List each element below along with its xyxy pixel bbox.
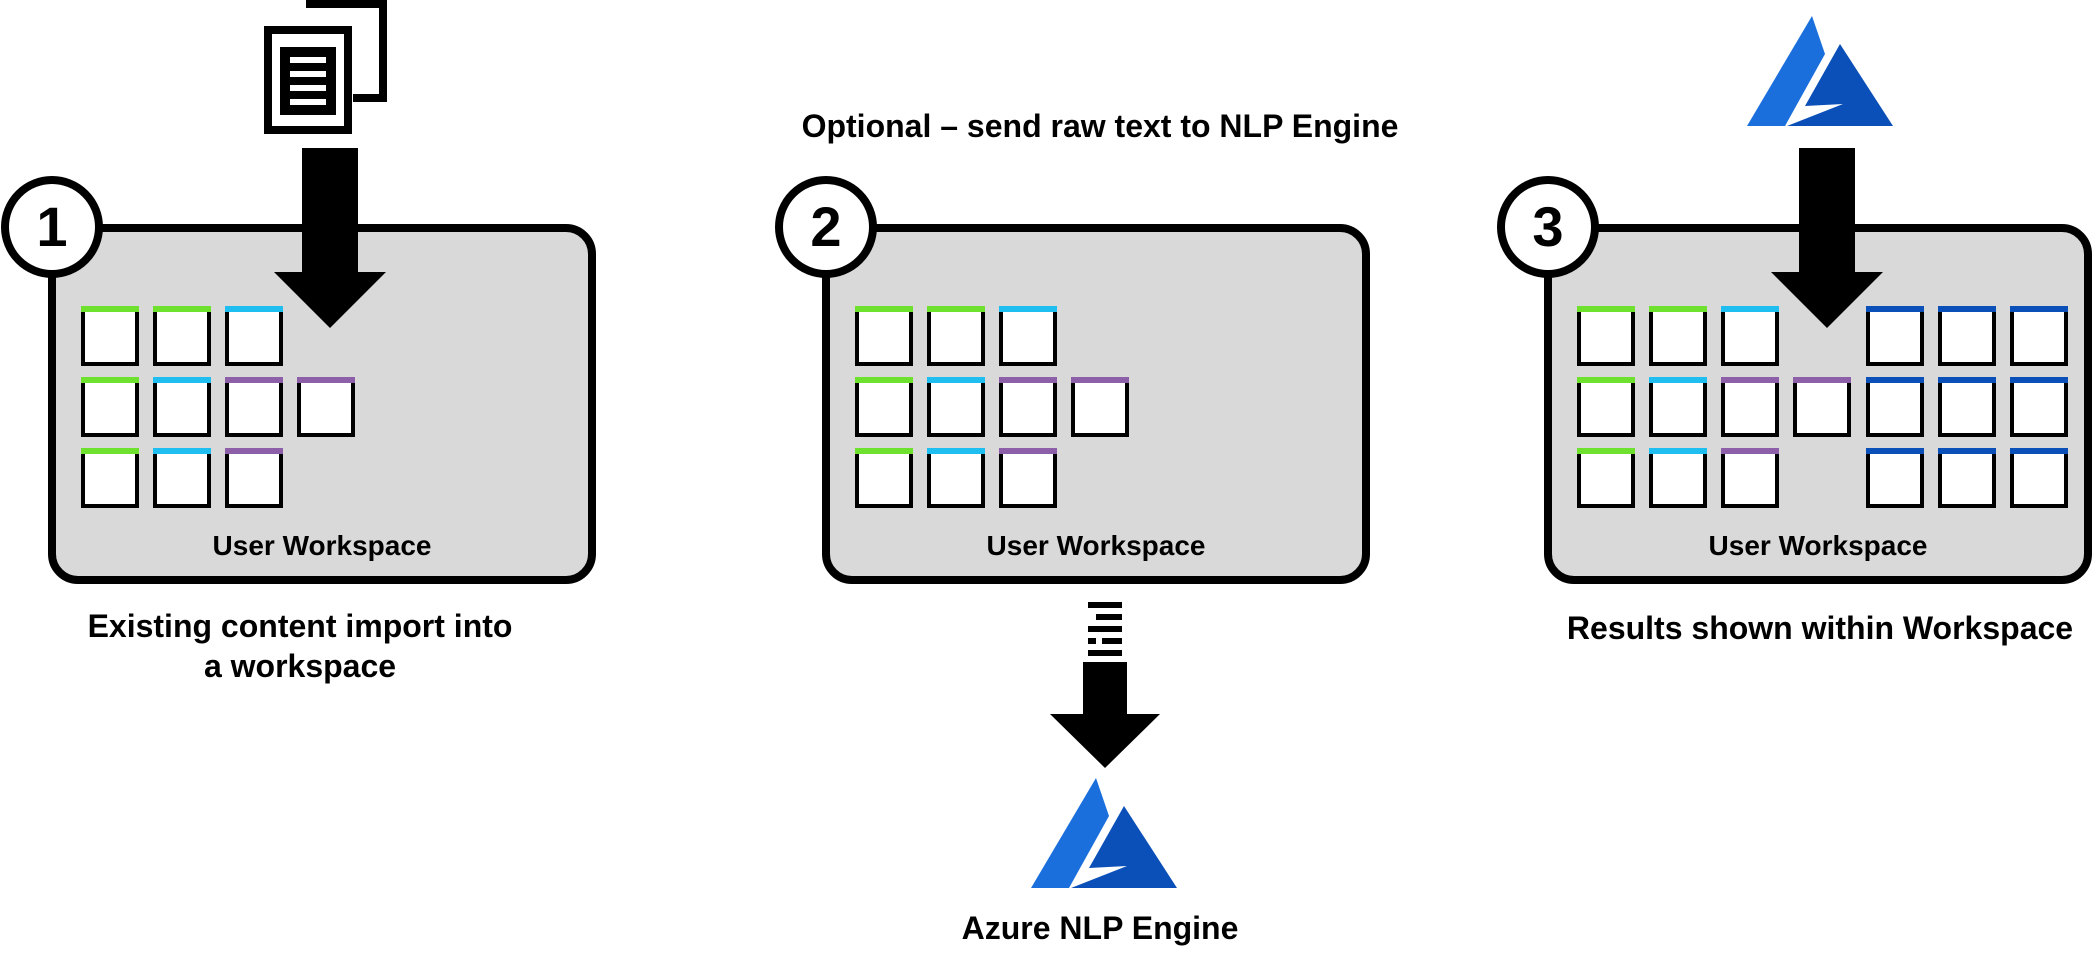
workspace-label-1: User Workspace: [212, 530, 432, 561]
content-tile: [297, 377, 355, 437]
content-tile: [855, 448, 913, 508]
content-tile: [2010, 448, 2068, 508]
content-tile: [1938, 448, 1996, 508]
content-tile: [225, 448, 283, 508]
step-badge-3: [1497, 176, 1599, 278]
content-tile: [999, 448, 1057, 508]
content-tile: [927, 306, 985, 366]
workspace-label-2: User Workspace: [986, 530, 1206, 561]
azure-logo-icon: [1747, 16, 1893, 126]
content-tile: [2010, 306, 2068, 366]
caption-1: Existing content import into a workspace: [40, 606, 560, 686]
document-stack-icon: [264, 0, 387, 134]
content-tile: [153, 448, 211, 508]
content-tile: [1721, 306, 1779, 366]
panel-2: [775, 176, 1370, 888]
workspace-label-3: User Workspace: [1708, 530, 1928, 561]
content-tile: [1649, 306, 1707, 366]
content-tile: [153, 377, 211, 437]
down-arrow-3: [1771, 148, 1883, 328]
step-badge-2: [775, 176, 877, 278]
caption-3: Results shown within Workspace: [1566, 610, 2074, 646]
step-number-3: 3: [1532, 195, 1564, 258]
down-arrow-2: [1050, 662, 1160, 768]
tiles-3: [1577, 306, 2068, 508]
tiles-1: [81, 306, 355, 508]
content-tile: [999, 306, 1057, 366]
content-tile: [1866, 306, 1924, 366]
tiles-2: [855, 306, 1129, 508]
content-tile: [1071, 377, 1129, 437]
azure-logo-icon: [1031, 778, 1177, 888]
text-stream-icon: [1088, 602, 1122, 656]
down-arrow-1: [274, 148, 386, 328]
content-tile: [855, 306, 913, 366]
content-tile: [81, 306, 139, 366]
content-tile: [1577, 377, 1635, 437]
content-tile: [225, 377, 283, 437]
content-tile: [225, 306, 283, 366]
content-tile: [81, 448, 139, 508]
content-tile: [81, 377, 139, 437]
content-tile: [927, 377, 985, 437]
optional-text: Optional – send raw text to NLP Engine: [801, 108, 1399, 144]
content-tile: [855, 377, 913, 437]
content-tile: [1721, 448, 1779, 508]
content-tile: [1649, 448, 1707, 508]
step-number-1: 1: [36, 195, 68, 258]
content-tile: [1866, 448, 1924, 508]
content-tile: [1721, 377, 1779, 437]
content-tile: [1649, 377, 1707, 437]
content-tile: [1938, 306, 1996, 366]
panel-1: [1, 0, 596, 584]
content-tile: [1938, 377, 1996, 437]
panel-3: [1497, 16, 2092, 584]
content-tile: [1577, 306, 1635, 366]
caption-1-line-2: a workspace: [203, 648, 397, 684]
caption-1-line-1: Existing content import into: [87, 608, 513, 644]
content-tile: [1577, 448, 1635, 508]
content-tile: [927, 448, 985, 508]
step-number-2: 2: [810, 195, 842, 258]
content-tile: [1866, 377, 1924, 437]
content-tile: [1793, 377, 1851, 437]
content-tile: [999, 377, 1057, 437]
content-tile: [2010, 377, 2068, 437]
content-tile: [153, 306, 211, 366]
step-badge-1: [1, 176, 103, 278]
engine-label: Azure NLP Engine: [961, 910, 1239, 946]
